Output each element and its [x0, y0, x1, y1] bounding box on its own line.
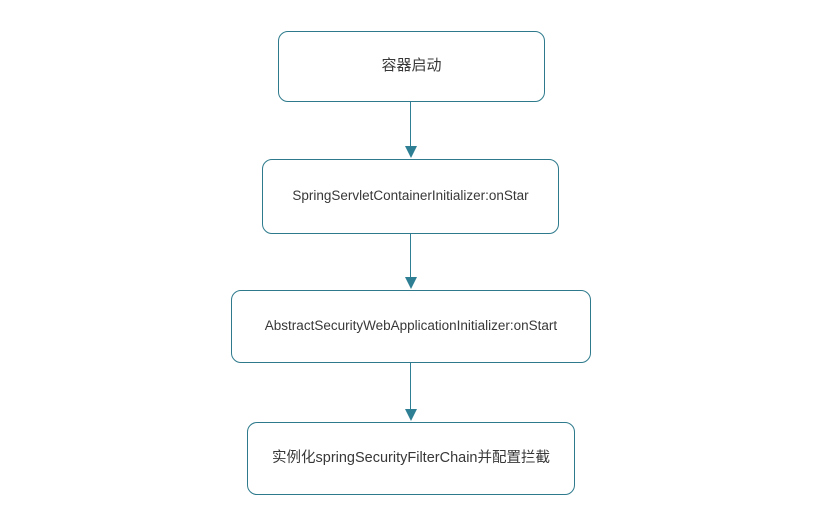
flow-arrow-3	[404, 363, 417, 421]
flow-node-label: 实例化springSecurityFilterChain并配置拦截	[272, 450, 550, 467]
flow-node-container-start: 容器启动	[278, 31, 545, 102]
flow-arrow-2	[404, 234, 417, 289]
flow-node-label: SpringServletContainerInitializer:onStar	[292, 188, 529, 204]
flow-arrow-1	[404, 102, 417, 158]
arrow-shaft	[409, 102, 412, 146]
flow-node-spring-servlet-container-initializer: SpringServletContainerInitializer:onStar	[262, 159, 559, 234]
arrow-head-down-icon	[404, 146, 417, 158]
flow-node-label: AbstractSecurityWebApplicationInitialize…	[264, 318, 558, 334]
arrow-head-down-icon	[404, 277, 417, 289]
flow-node-instantiate-filter-chain: 实例化springSecurityFilterChain并配置拦截	[247, 422, 575, 495]
arrow-head-down-icon	[404, 409, 417, 421]
flow-node-label: 容器启动	[381, 57, 442, 75]
arrow-shaft	[409, 234, 412, 277]
flow-node-abstract-security-web-application-initializer: AbstractSecurityWebApplicationInitialize…	[231, 290, 591, 363]
arrow-shaft	[409, 363, 412, 409]
